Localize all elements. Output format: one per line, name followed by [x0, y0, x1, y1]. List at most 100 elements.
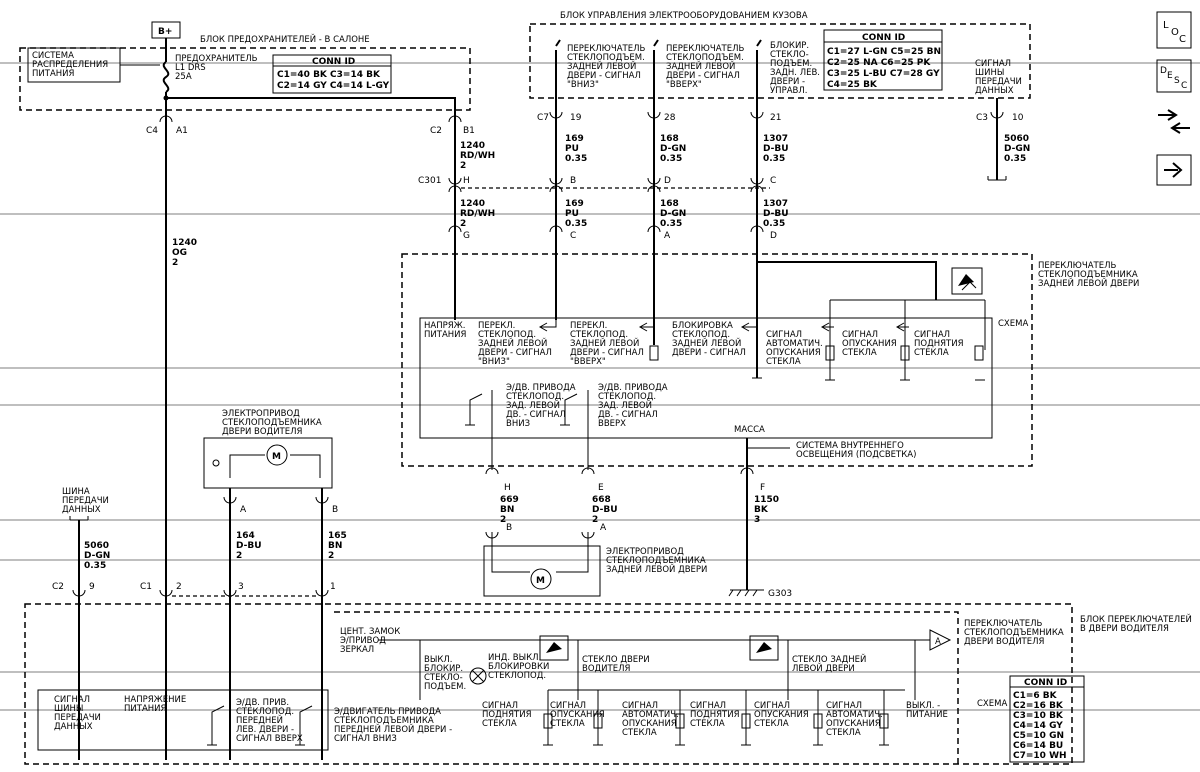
- rear-motor-title-3: ЗАДНЕЙ ЛЕВОЙ ДВЕРИ: [606, 563, 707, 575]
- driver-conn-table: CONN ID C1=6 BK C2=16 BK C3=10 BK C4=14 …: [1009, 675, 1085, 763]
- w1240og-gauge: 2: [172, 258, 178, 268]
- w164-num: 164: [236, 531, 255, 541]
- rear-glass-1: СТЕКЛО ЗАДНЕЙ: [792, 653, 866, 665]
- rear-lower-2: ОПУСКАНИЯ: [842, 339, 897, 349]
- drv-motor-up-2: СТЕКЛОПОД.: [236, 707, 294, 717]
- fuse-label-1: ПРЕДОХРАНИТЕЛЬ: [175, 54, 258, 64]
- w1240b-color: RD/WH: [460, 209, 495, 219]
- drv-bus-2: ШИНЫ: [54, 704, 83, 714]
- w165-color: BN: [328, 541, 342, 551]
- driver-lock-off-4: ПОДЪЕМ.: [424, 682, 466, 692]
- bcm-lock-4: ЗАДН. ЛЕВ.: [770, 68, 820, 78]
- c3-label: C3: [976, 113, 988, 123]
- left-pin-9: 9: [89, 582, 95, 592]
- driver-block-title-1: БЛОК ПЕРЕКЛЮЧАТЕЛЕЙ: [1080, 613, 1192, 625]
- w1240og-color: OG: [172, 248, 187, 258]
- pin-c-label: C: [570, 231, 576, 241]
- bcm-sw-up-2: СТЕКЛОПОДЪЕМ.: [666, 53, 744, 63]
- rear-down-4: ДВЕРИ - СИГНАЛ: [478, 348, 552, 358]
- rear-lock-1: БЛОКИРОВКА: [672, 321, 733, 331]
- drv-motor-up-5: СИГНАЛ ВВЕРХ: [236, 734, 303, 744]
- rear-motor-down-4: ДВ. - СИГНАЛ: [506, 410, 566, 420]
- connector-link-icon[interactable]: [1158, 109, 1190, 134]
- desc-icon-letter-4: C: [1181, 81, 1187, 91]
- rear-motor-up-5: ВВЕРХ: [598, 419, 626, 429]
- bcm-lock-1: БЛОКИР.: [770, 41, 809, 51]
- bcm-bus-3: ПЕРЕДАЧИ: [975, 77, 1022, 87]
- rear-glass-2: ЛЕВОЙ ДВЕРИ: [792, 662, 855, 674]
- driver-motor-pin-b: B: [332, 505, 338, 515]
- rear-motor: H E 669 BN 2 668 D-BU 2 B A M ЭЛЕКТРОПРИ…: [483, 467, 707, 597]
- bcm-lock-6: УПРАВЛ.: [770, 86, 807, 96]
- w1307a-gauge: 0.35: [763, 154, 785, 164]
- bcm-bus-1: СИГНАЛ: [975, 59, 1011, 69]
- w1307b-gauge: 0.35: [763, 219, 785, 229]
- w169a-num: 169: [565, 134, 584, 144]
- w164-color: D-BU: [236, 541, 262, 551]
- bcm-block: БЛОК УПРАВЛЕНИЯ ЭЛЕКТРООБОРУДОВАНИЕМ КУЗ…: [529, 11, 1031, 181]
- pin-d2-label: D: [770, 231, 777, 241]
- rear-motor-pin-h: H: [504, 483, 511, 493]
- drv-motor-down-3: ПЕРЕДНЕЙ ЛЕВОЙ ДВЕРИ -: [334, 723, 452, 735]
- w168b-num: 168: [660, 199, 679, 209]
- driver-switch-block: БЛОК ПЕРЕКЛЮЧАТЕЛЕЙ В ДВЕРИ ВОДИТЕЛЯ ПЕР…: [24, 603, 1192, 765]
- driver-motor-title-1: ЭЛЕКТРОПРИВОД: [222, 409, 300, 419]
- drv-sig-lower2-2: ОПУСКАНИЯ: [754, 710, 809, 720]
- drv-sig-lower2-1: СИГНАЛ: [754, 701, 790, 711]
- driver-conn-row-7: C7=10 WH: [1013, 751, 1067, 761]
- w5060b-num: 5060: [84, 541, 109, 551]
- pin-10-label: 10: [1012, 113, 1024, 123]
- w1240b-gauge: 2: [460, 219, 466, 229]
- drv-sig-raise2-1: СИГНАЛ: [690, 701, 726, 711]
- driver-switch-title-3: ДВЕРИ ВОДИТЕЛЯ: [964, 637, 1045, 647]
- desc-icon[interactable]: D E S C: [1156, 59, 1192, 93]
- drv-sig-lower2-3: СТЕКЛА: [754, 719, 789, 729]
- driver-lock-mirror-3: ЗЕРКАЛ: [340, 645, 374, 655]
- rear-motor-down-5: ВНИЗ: [506, 419, 530, 429]
- left-pin-3: 3: [238, 582, 244, 592]
- rear-motor-down-3: ЗАД. ЛЕВОЙ: [506, 399, 560, 411]
- rear-down-1: ПЕРЕКЛ.: [478, 321, 515, 331]
- w5060b-color: D-GN: [84, 551, 110, 561]
- drv-motor-down-2: СТЕКЛОПОДЪЕМНИКА: [334, 716, 434, 726]
- drv-motor-down-1: Э/ДВИГАТЕЛЬ ПРИВОДА: [334, 707, 441, 717]
- rear-up-1: ПЕРЕКЛ.: [570, 321, 607, 331]
- drv-bus-1: СИГНАЛ: [54, 695, 90, 705]
- drv-sig-lower-1: СИГНАЛ: [550, 701, 586, 711]
- w1307a-color: D-BU: [763, 144, 789, 154]
- w1307b-num: 1307: [763, 199, 788, 209]
- b1-label: B1: [463, 126, 475, 136]
- rear-motor-up-1: Э/ДВ. ПРИВОДА: [598, 383, 668, 393]
- rear-ground-label: МАССА: [734, 425, 765, 435]
- drv-sig-auto-4: СТЕКЛА: [622, 728, 657, 738]
- driver-window-icon-1: [539, 635, 569, 661]
- power-dist-line-3: ПИТАНИЯ: [32, 69, 75, 79]
- c4-label: C4: [146, 126, 158, 136]
- driver-ind-off-1: ИНД. ВЫКЛ.: [488, 653, 541, 663]
- w668-gauge: 2: [592, 515, 598, 525]
- loc-icon[interactable]: L O C: [1156, 11, 1192, 49]
- w1240og-num: 1240: [172, 238, 197, 248]
- driver-lock-mirror-1: ЦЕНТ. ЗАМОК: [340, 627, 400, 637]
- drv-bus-4: ДАННЫХ: [54, 722, 93, 732]
- driver-scheme-label: СХЕМА: [977, 699, 1007, 709]
- bcm-conn-row-3: C3=25 L-BU C7=28 GY: [827, 69, 940, 79]
- drv-sig-auto-2: АВТОМАТИЧ.: [622, 710, 679, 720]
- rear-motor-m: M: [536, 576, 545, 586]
- window-switch-icon: [951, 267, 983, 295]
- rear-auto-3: ОПУСКАНИЯ: [766, 348, 821, 358]
- w5060b-gauge: 0.35: [84, 561, 106, 571]
- bcm-sw-up-1: ПЕРЕКЛЮЧАТЕЛЬ: [666, 44, 744, 54]
- a1-label: A1: [176, 126, 188, 136]
- power-dist-line-2: РАСПРЕДЕЛЕНИЯ: [32, 60, 108, 70]
- next-arrow-icon[interactable]: [1156, 154, 1192, 186]
- fuse-conn-row-1: C1=40 BK C3=14 BK: [277, 70, 381, 80]
- w168b-color: D-GN: [660, 209, 686, 219]
- w1240a-gauge: 2: [460, 161, 466, 171]
- drv-sig-raise2-2: ПОДНЯТИЯ: [690, 710, 740, 720]
- driver-motor-pin-a: A: [240, 505, 247, 515]
- w1150-gauge: 3: [754, 515, 760, 525]
- rear-auto-2: АВТОМАТИЧ.: [766, 339, 823, 349]
- ground-g303: F 1150 BK 3 G303: [728, 467, 792, 599]
- driver-lock-off-2: БЛОКИР.: [424, 664, 463, 674]
